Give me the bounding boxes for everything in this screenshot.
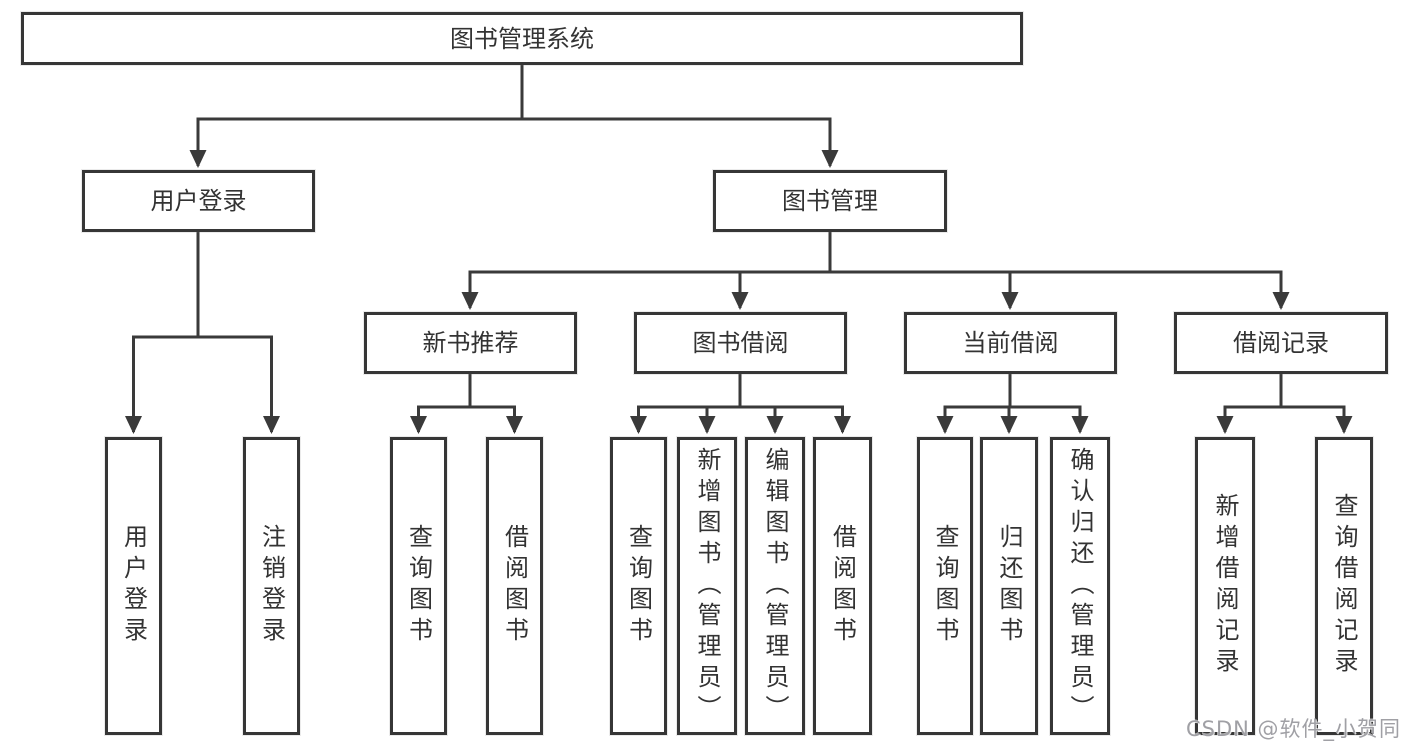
leaf-user-login: 用户登录: [105, 437, 162, 735]
leaf-borrowing-edit-books-admin: 编辑图书（管理员）: [745, 437, 805, 735]
node-book-borrowing: 图书借阅: [634, 312, 847, 374]
node-new-book-recommend: 新书推荐: [364, 312, 577, 374]
leaf-current-query-books: 查询图书: [917, 437, 973, 735]
leaf-records-add-record: 新增借阅记录: [1195, 437, 1255, 735]
leaf-current-return-books: 归还图书: [980, 437, 1038, 735]
connector-arrows: [125, 119, 1353, 434]
node-library-management-system: 图书管理系统: [21, 12, 1023, 65]
csdn-watermark: CSDN @软件_小贺同学: [1186, 717, 1402, 741]
node-current-borrowing: 当前借阅: [904, 312, 1117, 374]
leaf-logout: 注销登录: [243, 437, 300, 735]
node-user-login: 用户登录: [82, 170, 315, 232]
node-book-management: 图书管理: [713, 170, 947, 232]
leaf-borrowing-borrow-books: 借阅图书: [813, 437, 872, 735]
node-borrowing-records: 借阅记录: [1174, 312, 1388, 374]
connector-bars: [132, 65, 1346, 409]
leaf-borrowing-query-books: 查询图书: [610, 437, 667, 735]
leaf-newbook-borrow-books: 借阅图书: [486, 437, 543, 735]
leaf-records-query-record: 查询借阅记录: [1315, 437, 1373, 735]
leaf-newbook-query-books: 查询图书: [390, 437, 447, 735]
leaf-borrowing-add-books-admin: 新增图书（管理员）: [677, 437, 737, 735]
leaf-current-confirm-return-admin: 确认归还（管理员）: [1050, 437, 1110, 735]
